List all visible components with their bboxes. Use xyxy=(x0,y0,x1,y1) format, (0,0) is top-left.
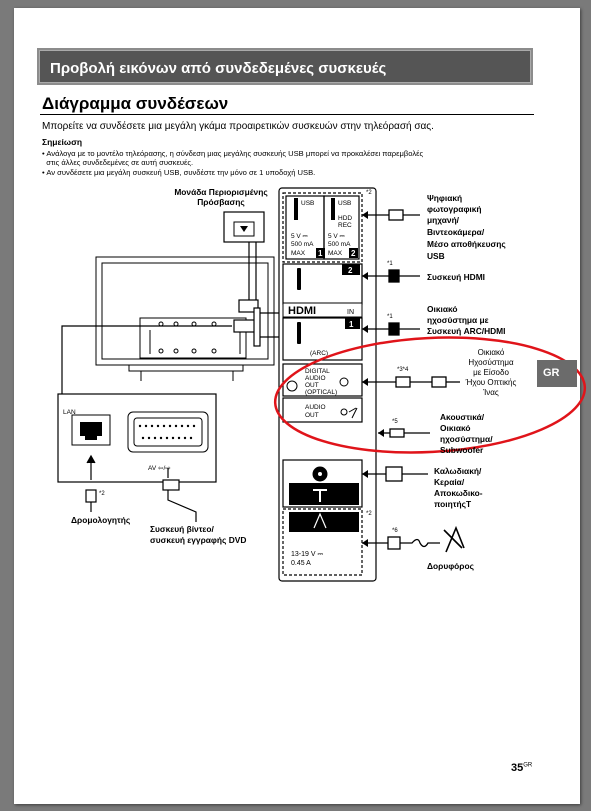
sat-rating-1: 13-19 V ⎓ xyxy=(291,551,323,558)
optical-line-2: AUDIO xyxy=(305,375,326,382)
connection-arrows xyxy=(362,211,384,547)
footnote-1b: *1 xyxy=(387,314,393,320)
cable-label-4: ποιητήςΤ xyxy=(434,499,472,509)
page-number-suffix: GR xyxy=(523,762,533,769)
sat-rating-2: 0.45 A xyxy=(291,560,311,567)
note-line-2: στις άλλες συνδεδεμένες σε αυτή συσκευές… xyxy=(42,158,194,167)
optical-line-4: (OPTICAL) xyxy=(305,389,337,396)
hdmi-in-label: IN xyxy=(347,309,354,316)
optical-line-3: OUT xyxy=(305,382,319,389)
usb1-rating-2: 500 mA xyxy=(291,241,314,248)
svg-text:⇦/⇨: ⇦/⇨ xyxy=(158,465,171,472)
section-title: Διάγραμμα συνδέσεων xyxy=(42,94,229,113)
note-line-1: • Ανάλογα με το μοντέλο τηλεόρασης, η σύ… xyxy=(42,149,424,158)
router-label: Δρομολογητής xyxy=(71,515,131,525)
optical-device-5: Ίνας xyxy=(483,388,499,397)
cable-label-3: Αποκωδικο- xyxy=(434,488,483,498)
usb2-sub-2: REC xyxy=(338,222,352,229)
hdmi-device-label: Συσκευή HDMI xyxy=(427,272,485,282)
language-tab: GR xyxy=(537,360,577,387)
arc-label-1: Οικιακό xyxy=(427,304,458,314)
optical-device-3: με Είσοδο xyxy=(473,368,509,377)
section-divider xyxy=(40,114,534,115)
note-heading: Σημείωση xyxy=(42,137,83,147)
hdmi2-number: 2 xyxy=(348,266,353,275)
page-number-value: 35 xyxy=(511,762,524,774)
optical-line-1: DIGITAL xyxy=(305,368,330,375)
scart-pins xyxy=(138,424,196,440)
footnote-2a: *2 xyxy=(366,190,372,196)
headphones-label-4: Subwoofer xyxy=(440,445,484,455)
footnote-router: *2 xyxy=(99,491,105,497)
arc-label: (ARC) xyxy=(310,350,328,357)
hdmi-logo: HDMI xyxy=(288,305,316,317)
tv-back-illustration xyxy=(95,256,275,381)
cam-label-2: Πρόσβασης xyxy=(197,197,245,207)
usb2-sub-1: HDD xyxy=(338,215,352,222)
optical-device-1: Οικιακό xyxy=(477,348,505,357)
arc-label-3: Συσκευή ARC/HDMI xyxy=(427,326,506,336)
usb2-rating-2: 500 mA xyxy=(328,241,351,248)
highlight-ellipse xyxy=(273,336,587,454)
audio-out-line-1: AUDIO xyxy=(305,404,326,411)
usb2-number: 2 xyxy=(351,249,356,258)
camera-label-5: Μέσο αποθήκευσης xyxy=(427,239,506,249)
camera-label-3: μηχανή/ xyxy=(427,215,460,225)
headphones-label-1: Ακουστικά/ xyxy=(440,412,485,422)
usb2-rating-3: MAX xyxy=(328,250,343,257)
footnote-34: *3*4 xyxy=(397,367,409,373)
arc-label-2: ηχοσύστημα με xyxy=(427,315,489,325)
camera-label-2: φωτογραφική xyxy=(427,204,482,214)
cable-label-2: Κεραία/ xyxy=(434,477,465,487)
usb1-number: 1 xyxy=(318,249,323,258)
audio-out-line-2: OUT xyxy=(305,412,319,419)
chapter-banner: Προβολή εικόνων από συνδεδεμένες συσκευέ… xyxy=(37,48,533,85)
note-line-3: • Αν συνδέσετε μια μεγάλη συσκευή USB, σ… xyxy=(42,168,316,177)
camera-label-4: Βιντεοκάμερα/ xyxy=(427,227,485,237)
usb1-label: USB xyxy=(301,200,314,207)
footnote-2b: *2 xyxy=(366,511,372,517)
cam-module-icon xyxy=(223,211,265,243)
usb1-rating-1: 5 V ⎓ xyxy=(291,233,308,240)
panel-text: USB USB HDD REC 5 V ⎓ 500 mA MAX 5 V ⎓ 5… xyxy=(291,200,356,567)
footnote-marks: *1 *1 *2 *2 *3*4 *5 *6 *2 xyxy=(99,190,409,534)
page-number: 35GR xyxy=(511,762,532,774)
cable-label-1: Καλωδιακή/ xyxy=(434,466,482,476)
cam-label-1: Μονάδα Περιορισμένης xyxy=(174,187,268,197)
satellite-label: Δορυφόρος xyxy=(427,561,474,571)
lower-left-cables xyxy=(85,454,197,522)
footnote-6: *6 xyxy=(392,528,398,534)
lan-label: LAN xyxy=(63,409,76,416)
camera-label-6: USB xyxy=(427,251,445,261)
usb2-rating-1: 5 V ⎓ xyxy=(328,233,345,240)
footnote-1a: *1 xyxy=(387,261,393,267)
footnote-5: *5 xyxy=(392,419,398,425)
vcr-label-1: Συσκευή βίντεο/ xyxy=(150,524,214,534)
vcr-label-2: συσκευή εγγραφής DVD xyxy=(150,535,247,545)
panel-symbols xyxy=(286,377,358,529)
optical-device-4: Ήχου Οπτικής xyxy=(465,378,517,387)
av-label: AV xyxy=(148,465,157,472)
optical-device-2: Ηχοσύστημα xyxy=(468,358,514,367)
hdmi-logo-bar: HDMI IN xyxy=(282,302,363,318)
intro-text: Μπορείτε να συνδέσετε μια μεγάλη γκάμα π… xyxy=(42,121,434,132)
usb1-rating-3: MAX xyxy=(291,250,306,257)
hdmi1-number: 1 xyxy=(349,320,354,329)
camera-label-1: Ψηφιακή xyxy=(427,193,463,203)
headphones-label-2: Οικιακό xyxy=(440,423,471,433)
usb2-label: USB xyxy=(338,200,351,207)
chapter-title: Προβολή εικόνων από συνδεδεμένες συσκευέ… xyxy=(50,60,387,77)
headphones-label-3: ηχοσύστημα/ xyxy=(440,434,493,444)
lan-av-panel: LAN AV ⇦/⇨ xyxy=(57,393,217,483)
